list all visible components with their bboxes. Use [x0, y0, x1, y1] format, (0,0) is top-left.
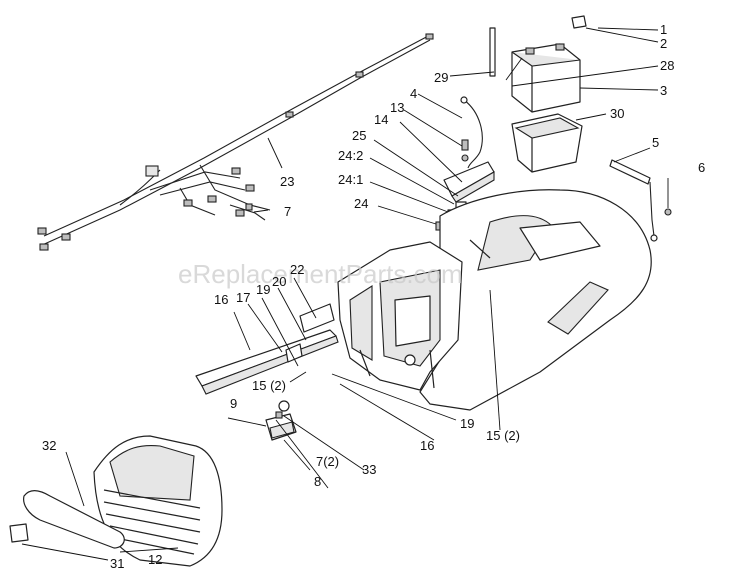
callout-19-a: 19	[256, 282, 270, 297]
callout-24-1: 24:1	[338, 172, 363, 187]
battery-rod	[489, 27, 496, 77]
callout-19-b: 19	[460, 416, 474, 431]
callout-31: 31	[110, 556, 124, 571]
callout-5: 5	[652, 135, 659, 150]
bumper	[23, 490, 125, 549]
callout-25: 25	[352, 128, 366, 143]
callout-29: 29	[434, 70, 448, 85]
callout-13: 13	[390, 100, 404, 115]
callout-22: 22	[290, 262, 304, 277]
callout-20: 20	[272, 274, 286, 289]
callout-8: 8	[314, 474, 321, 489]
callouts: 1 2 3 4 5 6 7 8 9 12 13 14 15 (2) 15 (2)…	[42, 22, 705, 571]
callout-15-a: 15 (2)	[252, 378, 286, 393]
switch-assembly	[265, 400, 297, 441]
seat-pan	[337, 241, 463, 391]
bracket	[443, 161, 495, 203]
callout-16-a: 16	[214, 292, 228, 307]
callout-17: 17	[236, 290, 250, 305]
callout-9: 9	[230, 396, 237, 411]
callout-28: 28	[660, 58, 674, 73]
bumper-tab	[9, 523, 29, 543]
callout-6: 6	[698, 160, 705, 175]
callout-24-2: 24:2	[338, 148, 363, 163]
callout-3: 3	[660, 83, 667, 98]
callout-24: 24	[354, 196, 368, 211]
battery-tray	[511, 113, 583, 173]
callout-16-b: 16	[420, 438, 434, 453]
front-grille	[93, 435, 223, 567]
callout-2: 2	[660, 36, 667, 51]
fender-body	[419, 189, 652, 411]
hardware-13	[461, 139, 469, 162]
callout-32: 32	[42, 438, 56, 453]
watermark: eReplacementParts.com	[178, 259, 463, 289]
callout-12: 12	[148, 552, 162, 567]
callout-14: 14	[374, 112, 388, 127]
ground-cable	[609, 159, 672, 242]
callout-1: 1	[660, 22, 667, 37]
leader-lines	[21, 27, 669, 561]
rail-bracket	[285, 303, 335, 363]
callout-4: 4	[410, 86, 417, 101]
wire-harness	[37, 33, 434, 251]
callout-30: 30	[610, 106, 624, 121]
callout-15-b: 15 (2)	[486, 428, 520, 443]
battery	[511, 43, 581, 113]
callout-7-2: 7(2)	[316, 454, 339, 469]
callout-23: 23	[280, 174, 294, 189]
callout-7: 7	[284, 204, 291, 219]
battery-cap	[571, 15, 587, 29]
callout-33: 33	[362, 462, 376, 477]
battery-cable	[460, 96, 483, 169]
